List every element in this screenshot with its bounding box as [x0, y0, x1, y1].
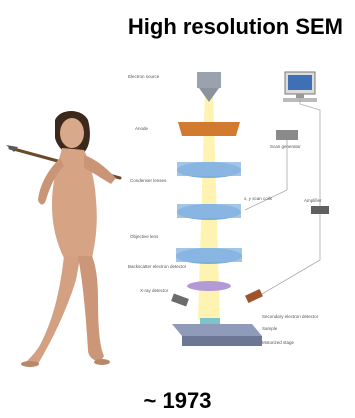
label-amplifier: Amplifier [304, 198, 322, 203]
year-caption: ~ 1973 [0, 388, 355, 414]
label-scan-generator: Scan generator [270, 144, 301, 149]
sample-icon [200, 318, 220, 324]
caveman-illustration [6, 111, 120, 367]
label-scatter: Backscatter electron detector [128, 264, 187, 269]
anode-icon [178, 122, 240, 136]
scan-generator-icon [276, 130, 298, 140]
secondary-detector-icon [245, 289, 263, 303]
stage-icon [172, 324, 262, 336]
xray-detector-icon [171, 294, 189, 307]
label-xray: X-ray detector [140, 288, 169, 293]
electron-source-icon [197, 72, 221, 88]
scatter-detector [187, 281, 231, 291]
label-anode: Anode [135, 126, 149, 131]
label-stage: Motorized stage [262, 340, 295, 345]
label-condenser: Condenser lenses [130, 178, 167, 183]
amplifier-icon [311, 206, 329, 214]
label-scan-coils: x, y scan coils [244, 196, 273, 201]
label-sample: Sample [262, 326, 278, 331]
sem-column: Electron source Anode Condenser lenses O… [128, 72, 329, 346]
label-objective: Objective lens [130, 234, 159, 239]
label-secondary: Secondary electron detector [262, 314, 319, 319]
label-electron-source: Electron source [128, 74, 160, 79]
